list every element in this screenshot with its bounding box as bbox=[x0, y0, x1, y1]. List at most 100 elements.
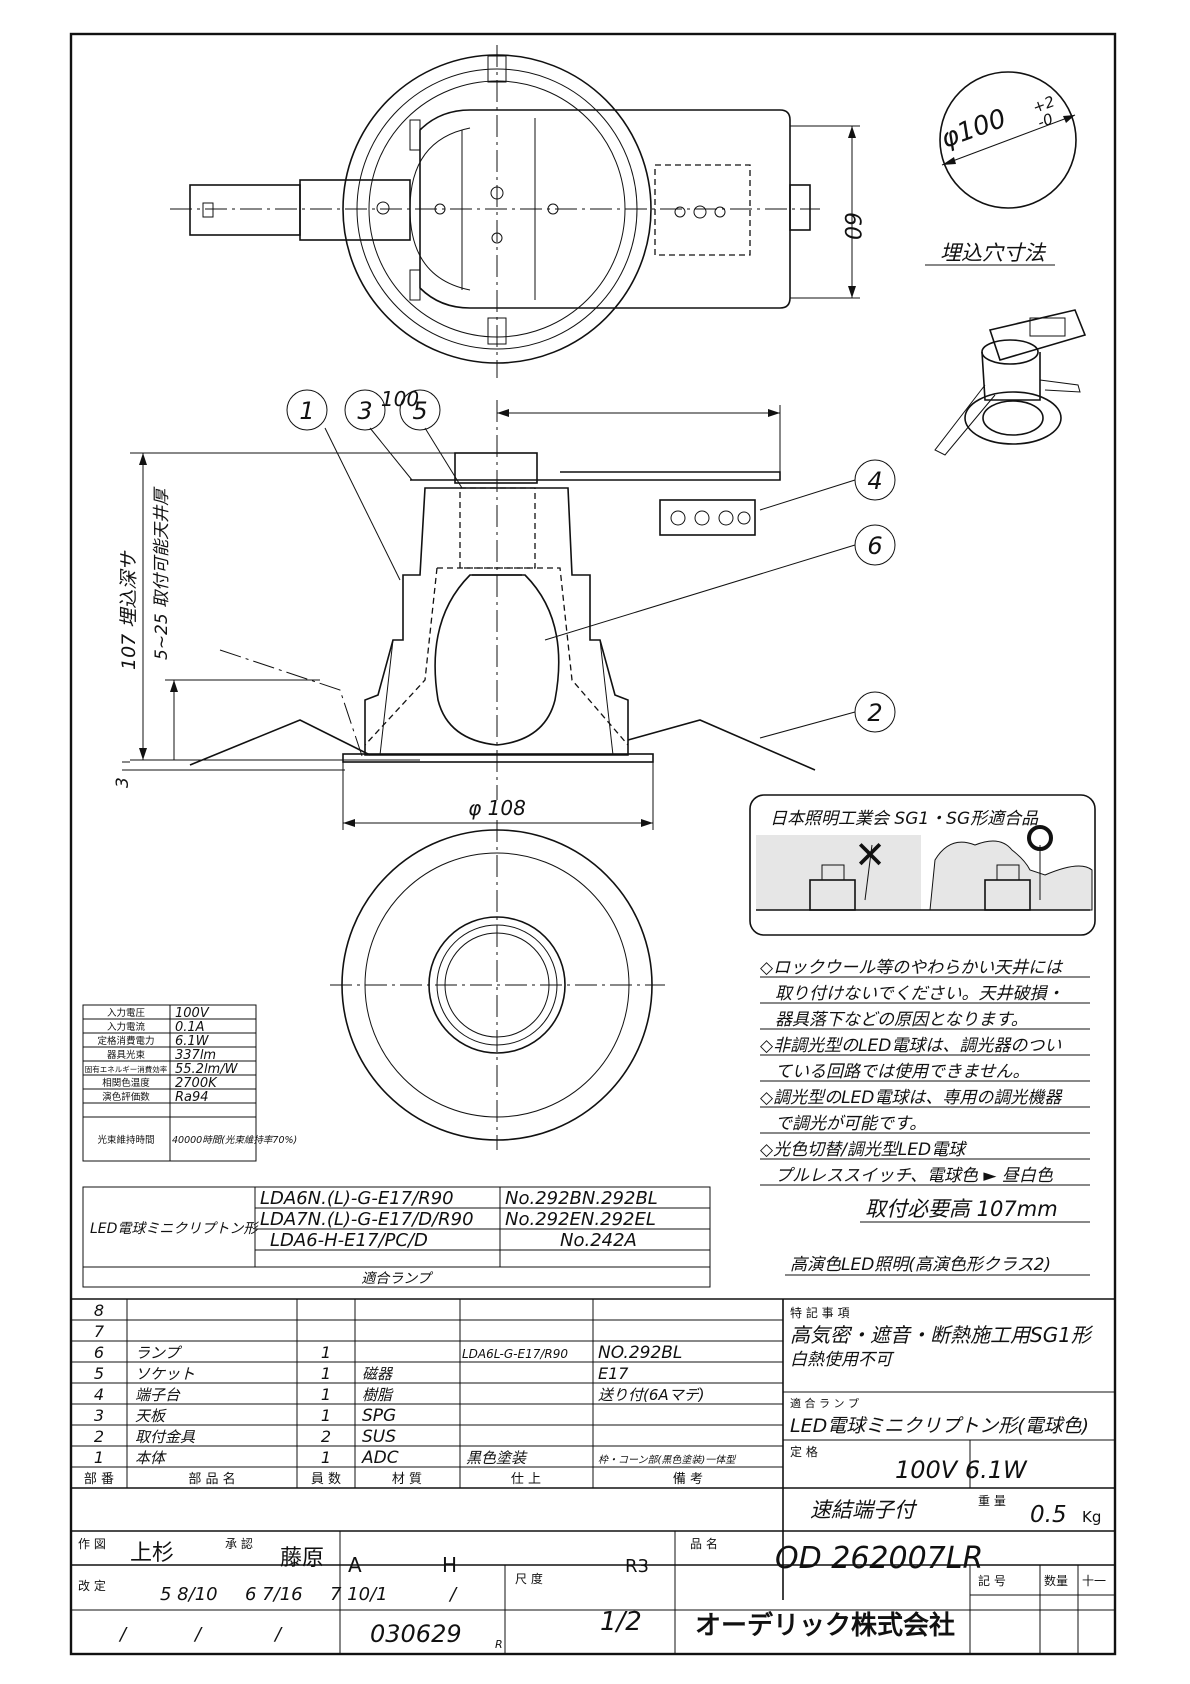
note-line-1: ◇ロックウール等のやわらかい天井には bbox=[760, 958, 1064, 978]
side-view bbox=[122, 400, 856, 830]
part-row-3-qty: 1 bbox=[321, 1406, 331, 1425]
lamp-no-1: No.292BN.292BL bbox=[505, 1188, 658, 1209]
balloon-6: 6 bbox=[867, 532, 882, 560]
part-row-1-remarks: 枠・コーン部(黒色塗装)一体型 bbox=[598, 1454, 737, 1466]
part-row-6-no: 6 bbox=[94, 1343, 104, 1362]
spec-label-6: 相関色温度 bbox=[102, 1077, 150, 1089]
high-cri-note: 高演色LED照明(高演色形クラス2) bbox=[790, 1255, 1051, 1275]
part-row-7-no: 7 bbox=[94, 1322, 105, 1341]
revision-1: 5 8/10 bbox=[160, 1584, 218, 1605]
top-view bbox=[170, 45, 860, 378]
part-row-3-name: 天板 bbox=[135, 1407, 167, 1425]
revised-label: 改 定 bbox=[78, 1578, 106, 1593]
spec-value-7: Ra94 bbox=[175, 1090, 209, 1105]
qty-label: 数量 bbox=[1044, 1573, 1068, 1588]
sg-compliance-box bbox=[749, 794, 1096, 936]
compatible-lamp-value: LED電球ミニクリプトン形(電球色) bbox=[790, 1415, 1089, 1437]
drawn-label: 作 図 bbox=[78, 1537, 106, 1551]
dim-hole-dia: φ100 bbox=[937, 104, 1010, 155]
mark-label: 記 号 bbox=[978, 1573, 1006, 1588]
lamp-no-2: No.292EN.292EL bbox=[505, 1209, 656, 1230]
part-row-4-remarks: 送り付(6Aマデ) bbox=[598, 1386, 705, 1404]
spec-value-6: 2700K bbox=[175, 1076, 218, 1091]
drawing-code: 030629 bbox=[370, 1620, 462, 1648]
spec-label-1: 入力電圧 bbox=[107, 1007, 146, 1019]
dash-label: 十一 bbox=[1082, 1574, 1106, 1588]
hole-size-diagram bbox=[925, 71, 1077, 266]
part-balloons bbox=[286, 389, 896, 733]
product-label: 品 名 bbox=[690, 1536, 718, 1551]
sg-mark-ng: ✕ bbox=[854, 833, 886, 877]
part-row-2-qty: 2 bbox=[321, 1427, 331, 1446]
part-row-1-finish: 黒色塗装 bbox=[466, 1449, 528, 1467]
balloon-5: 5 bbox=[412, 397, 427, 425]
parts-list-grid bbox=[71, 1298, 1115, 1600]
lamp-table-label: LED電球ミニクリプトン形 bbox=[90, 1221, 259, 1237]
rating-label: 定 格 bbox=[790, 1444, 818, 1459]
title-block-grid bbox=[71, 1530, 1115, 1654]
notes-underlines bbox=[760, 976, 1090, 1276]
weight-unit: Kg bbox=[1082, 1508, 1101, 1526]
drawn-by: 上杉 bbox=[130, 1541, 174, 1566]
parts-header-material: 材 質 bbox=[392, 1472, 422, 1487]
product-code: OD 262007LR bbox=[775, 1541, 983, 1576]
part-row-6-finish: LDA6L-G-E17/R90 bbox=[462, 1347, 568, 1361]
revision-3: 7 10/1 bbox=[330, 1584, 388, 1605]
rev-code-h: H bbox=[442, 1553, 457, 1577]
lamp-no-3: No.242A bbox=[560, 1230, 637, 1251]
lamp-model-2: LDA7N.(L)-G-E17/D/R90 bbox=[260, 1209, 474, 1230]
note-line-2: 取り付けないでください。天井破損・ bbox=[775, 984, 1064, 1004]
mount-height: 取付必要高 107mm bbox=[865, 1197, 1058, 1221]
sheet-frame bbox=[69, 32, 1117, 1656]
dim-108: φ 108 bbox=[468, 796, 526, 820]
spec-value-4: 337lm bbox=[175, 1048, 216, 1063]
special-notes-line2: 白熱使用不可 bbox=[790, 1350, 895, 1370]
lamp-model-1: LDA6N.(L)-G-E17/R90 bbox=[260, 1188, 454, 1209]
rev-code-r: R3 bbox=[625, 1556, 649, 1577]
bottom-view bbox=[330, 820, 665, 1150]
rev-code-a: A bbox=[348, 1553, 362, 1577]
dim-3: 3 bbox=[113, 777, 133, 788]
part-row-1-material: ADC bbox=[361, 1448, 399, 1468]
spec-label-2: 入力電流 bbox=[107, 1021, 146, 1033]
part-row-2-no: 2 bbox=[94, 1427, 104, 1446]
note-line-7: で調光が可能です。 bbox=[775, 1114, 926, 1134]
drawing-code-suffix: R bbox=[495, 1638, 503, 1651]
company-name: オーデリック株式会社 bbox=[695, 1610, 955, 1641]
revision-slash-3: / bbox=[273, 1624, 283, 1645]
part-row-6-name: ランプ bbox=[135, 1344, 183, 1362]
note-line-9: プルレススイッチ、電球色 ► 昼白色 bbox=[775, 1166, 1054, 1186]
part-row-1-no: 1 bbox=[94, 1448, 104, 1467]
revision-slash-2: / bbox=[193, 1624, 203, 1645]
hole-caption: 埋込穴寸法 bbox=[940, 241, 1047, 265]
revision-slash-1: / bbox=[118, 1624, 128, 1645]
dim-107: 107 埋込深サ bbox=[118, 550, 140, 670]
spec-label-5: 固有エネルギー消費効率 bbox=[85, 1064, 168, 1074]
balloon-1: 1 bbox=[299, 397, 314, 425]
dim-hole-tol-minus: -0 bbox=[1035, 110, 1055, 132]
lamp-table-grid bbox=[82, 1186, 711, 1288]
part-row-5-name: ソケット bbox=[135, 1365, 195, 1383]
dim-60: 60 bbox=[839, 212, 864, 240]
note-line-8: ◇光色切替/調光型LED電球 bbox=[760, 1140, 968, 1160]
part-row-4-qty: 1 bbox=[321, 1385, 331, 1404]
note-line-4: ◇非調光型のLED電球は、調光器のつい bbox=[760, 1036, 1061, 1056]
compatible-lamp-label: 適 合 ラ ン プ bbox=[790, 1396, 859, 1410]
rating-value: 100V 6.1W bbox=[895, 1456, 1028, 1484]
balloon-3: 3 bbox=[357, 397, 372, 425]
parts-header-finish: 仕 上 bbox=[511, 1472, 541, 1487]
part-row-5-remarks: E17 bbox=[598, 1364, 629, 1383]
part-row-5-qty: 1 bbox=[321, 1364, 331, 1383]
part-row-1-name: 本体 bbox=[135, 1449, 167, 1467]
revision-4: / bbox=[448, 1584, 458, 1605]
special-notes-label: 特 記 事 項 bbox=[790, 1305, 849, 1320]
note-line-3: 器具落下などの原因となります。 bbox=[775, 1010, 1028, 1030]
weight-value: 0.5 bbox=[1030, 1502, 1067, 1528]
lamp-model-3: LDA6-H-E17/PC/D bbox=[270, 1230, 428, 1251]
scale-value: 1/2 bbox=[600, 1607, 642, 1637]
part-row-4-no: 4 bbox=[94, 1385, 104, 1404]
part-row-6-remarks: NO.292BL bbox=[598, 1343, 682, 1363]
part-row-3-no: 3 bbox=[94, 1406, 104, 1425]
part-row-5-no: 5 bbox=[94, 1364, 104, 1383]
spec-value-3: 6.1W bbox=[175, 1034, 210, 1049]
